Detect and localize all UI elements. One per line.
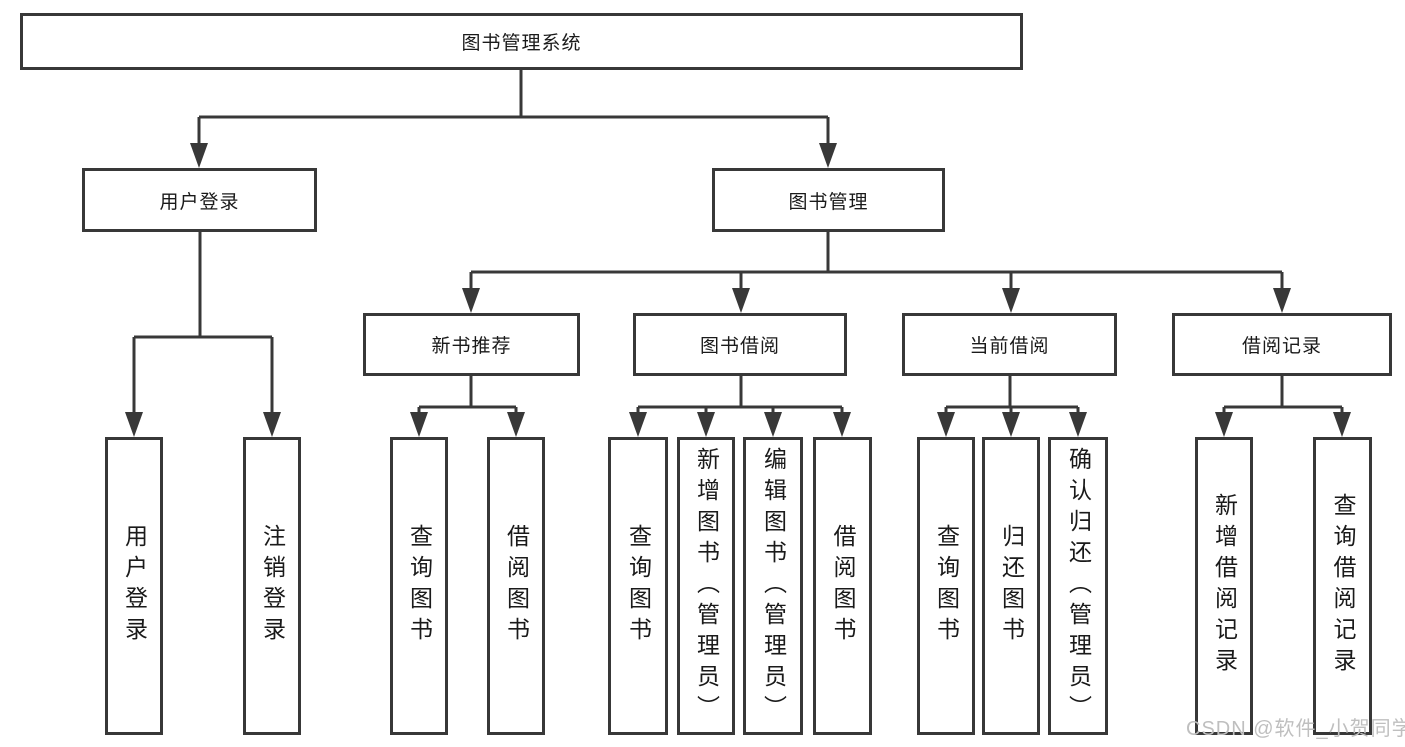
leaf-borrow-book-1-label: 借阅图书 bbox=[503, 524, 530, 648]
watermark: CSDN @软件_小贺同学 bbox=[1186, 718, 1405, 740]
leaf-logout: 注销登录 bbox=[243, 437, 301, 735]
leaf-query-book-2: 查询图书 bbox=[608, 437, 668, 735]
leaf-add-borrow-record-label: 新增借阅记录 bbox=[1211, 493, 1238, 679]
leaf-query-book-2-label: 查询图书 bbox=[625, 524, 652, 648]
node-new-book-recommend-label: 新书推荐 bbox=[431, 336, 512, 357]
leaf-return-book: 归还图书 bbox=[982, 437, 1040, 735]
arrowhead-icons bbox=[125, 143, 1351, 437]
leaf-logout-label: 注销登录 bbox=[259, 524, 286, 648]
leaf-borrow-book-1: 借阅图书 bbox=[487, 437, 545, 735]
node-root: 图书管理系统 bbox=[20, 13, 1023, 70]
leaf-add-borrow-record: 新增借阅记录 bbox=[1195, 437, 1253, 735]
node-user-login-label: 用户登录 bbox=[159, 191, 240, 213]
node-root-label: 图书管理系统 bbox=[461, 33, 582, 54]
leaf-borrow-book-2: 借阅图书 bbox=[813, 437, 872, 735]
leaf-confirm-return-admin-label: 确认归还（管理员） bbox=[1065, 446, 1092, 726]
leaf-query-book-1-label: 查询图书 bbox=[406, 524, 433, 648]
leaf-confirm-return-admin: 确认归还（管理员） bbox=[1048, 437, 1108, 735]
node-new-book-recommend: 新书推荐 bbox=[363, 313, 580, 376]
leaf-add-book-admin: 新增图书（管理员） bbox=[677, 437, 735, 735]
node-book-management: 图书管理 bbox=[712, 168, 945, 232]
node-user-login: 用户登录 bbox=[82, 168, 317, 232]
leaf-edit-book-admin-label: 编辑图书（管理员） bbox=[760, 446, 787, 726]
leaf-borrow-book-2-label: 借阅图书 bbox=[830, 524, 856, 648]
leaf-user-login: 用户登录 bbox=[105, 437, 163, 735]
leaf-user-login-label: 用户登录 bbox=[121, 524, 148, 648]
leaf-query-book-3-label: 查询图书 bbox=[933, 524, 960, 648]
node-borrow-record: 借阅记录 bbox=[1172, 313, 1392, 376]
leaf-add-book-admin-label: 新增图书（管理员） bbox=[693, 446, 720, 726]
node-borrow-record-label: 借阅记录 bbox=[1241, 336, 1322, 357]
leaf-edit-book-admin: 编辑图书（管理员） bbox=[743, 437, 803, 735]
node-current-borrow: 当前借阅 bbox=[902, 313, 1117, 376]
leaf-return-book-label: 归还图书 bbox=[998, 524, 1025, 648]
leaf-query-borrow-record-label: 查询借阅记录 bbox=[1330, 493, 1356, 679]
node-book-borrow-label: 图书借阅 bbox=[699, 336, 780, 357]
leaf-query-borrow-record: 查询借阅记录 bbox=[1313, 437, 1372, 735]
leaf-query-book-3: 查询图书 bbox=[917, 437, 975, 735]
leaf-query-book-1: 查询图书 bbox=[390, 437, 448, 735]
node-book-management-label: 图书管理 bbox=[788, 191, 869, 213]
node-current-borrow-label: 当前借阅 bbox=[969, 336, 1050, 357]
node-book-borrow: 图书借阅 bbox=[633, 313, 847, 376]
